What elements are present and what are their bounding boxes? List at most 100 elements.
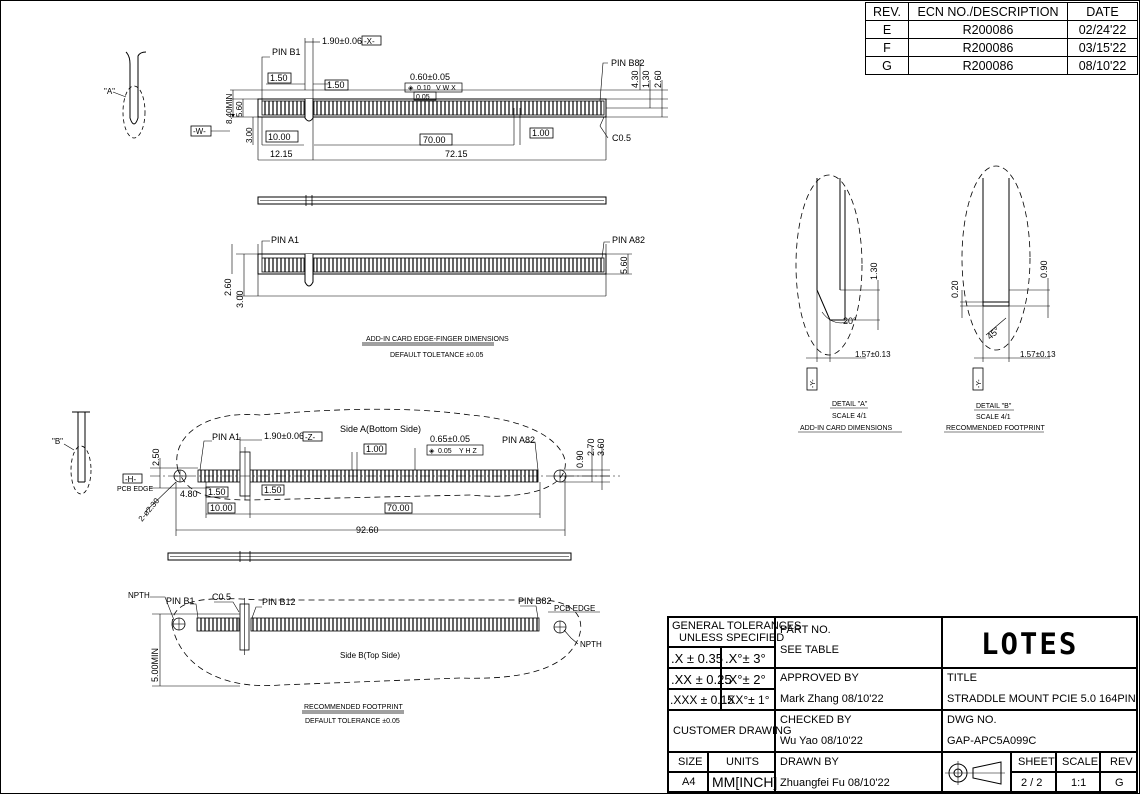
datum-h: -H- xyxy=(125,475,136,484)
title-value: STRADDLE MOUNT PCIE 5.0 164PIN xyxy=(947,693,1136,705)
dim-70-00: 70.00 xyxy=(423,135,446,145)
det-b-1-57: 1.57±0.13 xyxy=(1020,350,1056,359)
size-value-cell: A4 xyxy=(668,772,708,792)
tol-xxxa-cell: .XX°± 1° xyxy=(721,689,775,710)
dim-8-40-min: 8.40MIN xyxy=(225,94,234,124)
footprint-side-a xyxy=(144,408,620,536)
pcb-edge-label-2: PCB EDGE xyxy=(554,604,595,613)
units-value-cell: MM[INCH] xyxy=(708,772,777,792)
npth-label-1: NPTH xyxy=(128,591,150,600)
date-col-header: DATE xyxy=(1067,2,1138,21)
fp-pcb-edge: PCB EDGE xyxy=(117,486,154,493)
footprint-profile xyxy=(167,551,572,562)
part-no-label: PART NO. xyxy=(780,624,831,636)
detail-b-view xyxy=(960,165,1050,391)
revision-row: E R200086 02/24'22 xyxy=(865,20,1138,39)
detail-b-scale: SCALE 4/1 xyxy=(976,414,1011,421)
tol-xa-cell: .X°± 3° xyxy=(721,647,775,668)
fp-dim-0-65: 0.65±0.05 xyxy=(430,434,470,444)
company-cell: LOTES xyxy=(942,617,1137,668)
detail-a-desc: ADD-IN CARD DIMENSIONS xyxy=(800,425,893,432)
tol-xx-cell: .XX ± 0.25 xyxy=(668,668,732,689)
det-a-datum-y: -Y- xyxy=(810,379,817,388)
det-b-datum-y: -Y- xyxy=(976,379,983,388)
dim-2-60: 2.60 xyxy=(653,70,663,88)
fp-dim-92-60: 92.60 xyxy=(356,525,379,535)
scale-value: 1:1 xyxy=(1071,777,1087,789)
fp-dim-2-50: 2.50 xyxy=(151,448,161,466)
fcf-symbol-1: ◈ xyxy=(408,85,414,92)
units-label-cell: UNITS xyxy=(708,752,775,772)
label-pin-b1: PIN B1 xyxy=(272,47,301,57)
datum-z: -Z- xyxy=(305,433,316,442)
tol-xxa: .X°± 2° xyxy=(725,672,766,687)
title-block: GENERAL TOLERANCES UNLESS SPECIFIED .X ±… xyxy=(667,616,1138,793)
fp-label-pin-b82: PIN B82 xyxy=(518,596,552,606)
company-logo: LOTES xyxy=(981,627,1079,661)
drawn-value: Zhuangfei Fu 08/10'22 xyxy=(780,777,890,789)
tol-x: .X ± 0.35 xyxy=(671,651,723,666)
units-label: UNITS xyxy=(726,756,759,768)
part-no-value: SEE TABLE xyxy=(780,644,839,656)
ecn-cell: R200086 xyxy=(908,20,1068,39)
dim-3-00-b: 3.00 xyxy=(235,290,245,308)
det-b-0-90: 0.90 xyxy=(1039,260,1049,278)
customer-drawing-cell: CUSTOMER DRAWING xyxy=(668,710,792,752)
dim-2-60-b: 2.60 xyxy=(223,278,233,296)
date-cell: 03/15'22 xyxy=(1067,38,1138,57)
rev-col-header: REV. xyxy=(865,2,909,21)
dim-1-90-x: 1.90±0.06 xyxy=(322,36,362,46)
ecn-cell: R200086 xyxy=(908,56,1068,75)
detail-a-ref: "A" xyxy=(104,87,115,96)
det-b-0-20: 0.20 xyxy=(950,280,960,298)
fp-dim-5-00-min: 5.00MIN xyxy=(150,648,160,682)
part-no-cell: PART NO. SEE TABLE xyxy=(775,617,942,668)
dim-4-30: 4.30 xyxy=(630,70,640,88)
sheet-label-cell: SHEET xyxy=(1011,752,1056,772)
size-value: A4 xyxy=(682,776,696,788)
revision-table: REV. ECN NO./DESCRIPTION DATE E R200086 … xyxy=(865,2,1138,75)
side-a-label: Side A(Bottom Side) xyxy=(340,424,421,434)
approved-value: Mark Zhang 08/10'22 xyxy=(780,693,884,705)
fp-dim-3-60: 3.60 xyxy=(596,438,606,456)
tolerance-header-cell: GENERAL TOLERANCES UNLESS SPECIFIED xyxy=(668,617,801,647)
fp-dim-2-70: 2.70 xyxy=(586,438,596,456)
note-card-sub: DEFAULT TOLETANCE ±0.05 xyxy=(390,352,484,359)
fp-dim-2-d2-30: 2-ø2.30 xyxy=(137,496,162,523)
fp-label-pin-a82: PIN A82 xyxy=(502,435,535,445)
card-profile xyxy=(257,195,607,206)
drawn-cell: DRAWN BY Zhuangfei Fu 08/10'22 xyxy=(775,752,942,792)
tolerance-header-2: UNLESS SPECIFIED xyxy=(679,632,785,644)
projection-cell xyxy=(942,752,1011,792)
fp-dim-c0-5: C0.5 xyxy=(212,592,231,602)
scale-label-cell: SCALE xyxy=(1056,752,1100,772)
detail-b-callout xyxy=(63,411,92,495)
scale-label: SCALE xyxy=(1062,756,1099,768)
sheet-label: SHEET xyxy=(1018,756,1055,768)
label-pin-a82: PIN A82 xyxy=(612,235,645,245)
ecn-col-header: ECN NO./DESCRIPTION xyxy=(908,2,1068,21)
note-card-title: ADD-IN CARD EDGE-FINGER DIMENSIONS xyxy=(366,336,509,343)
dim-1-50-a: 1.50 xyxy=(270,73,288,83)
fcf-vwx: V W X xyxy=(436,85,456,92)
tol-xxxa: .XX°± 1° xyxy=(724,693,770,707)
note-footprint-sub: DEFAULT TOLERANCE ±0.05 xyxy=(305,718,400,725)
fp-fcf-0-05: 0.05 xyxy=(438,448,452,455)
dim-1-30: 1.30 xyxy=(641,70,651,88)
revision-header-row: REV. ECN NO./DESCRIPTION DATE xyxy=(865,2,1138,21)
fp-dim-0-90: 0.90 xyxy=(575,450,585,468)
fp-dim-1-50-b: 1.50 xyxy=(264,485,282,495)
rev-cell: G xyxy=(865,56,909,75)
dim-12-15: 12.15 xyxy=(270,149,293,159)
fp-dim-10-00: 10.00 xyxy=(210,503,233,513)
fp-dim-1-50-a: 1.50 xyxy=(208,487,226,497)
tol-x-cell: .X ± 0.35 xyxy=(668,647,723,668)
dim-72-15: 72.15 xyxy=(445,149,468,159)
fp-label-pin-b12: PIN B12 xyxy=(262,597,296,607)
detail-b-ref: "B" xyxy=(52,437,63,446)
dim-c0-5: C0.5 xyxy=(612,133,631,143)
detail-a-title: DETAIL "A" xyxy=(832,401,868,408)
det-a-1-57: 1.57±0.13 xyxy=(855,350,891,359)
dim-0-60: 0.60±0.05 xyxy=(410,72,450,82)
